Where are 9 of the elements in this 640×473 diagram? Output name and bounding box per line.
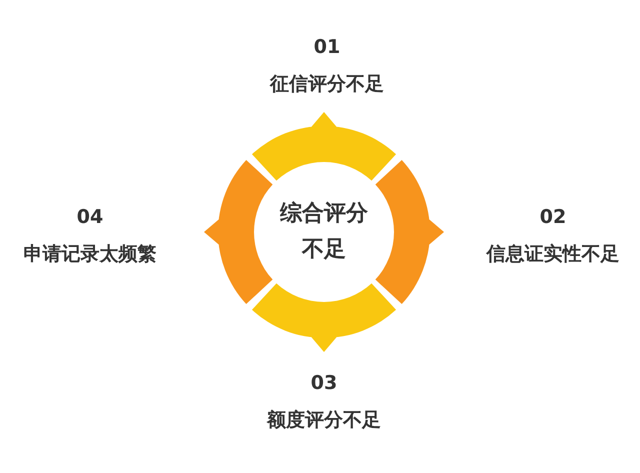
item-label: 申请记录太频繁 — [24, 242, 156, 267]
number-label: 04 — [76, 206, 104, 228]
item-label: 额度评分不足 — [267, 408, 381, 433]
item-label: 征信评分不足 — [270, 72, 384, 97]
number-label: 01 — [314, 36, 340, 58]
number-label: 02 — [540, 206, 566, 228]
number-label: 03 — [310, 372, 338, 394]
item-label: 信息证实性不足 — [486, 242, 620, 267]
center-text: 综合评分不足 — [278, 200, 369, 264]
